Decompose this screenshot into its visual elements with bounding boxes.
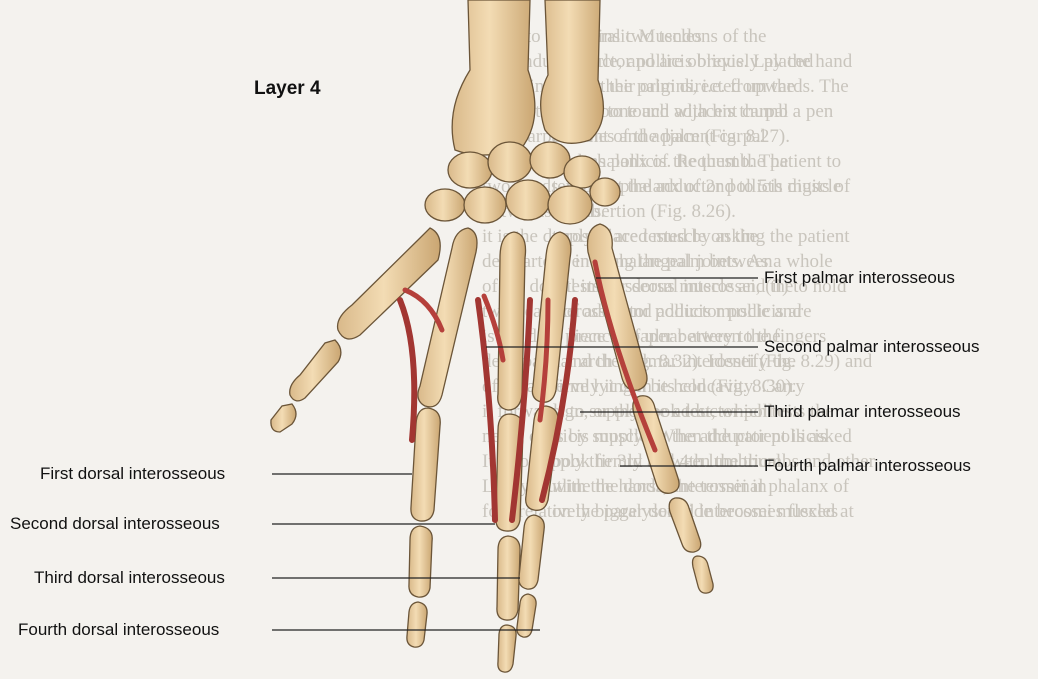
carpal-bones bbox=[425, 142, 620, 224]
label-third-dorsal-interosseous: Third dorsal interosseous bbox=[34, 568, 225, 588]
metacarpal-5 bbox=[588, 224, 648, 390]
second-dorsal-interosseous-muscle bbox=[478, 300, 495, 520]
metacarpal-3 bbox=[498, 232, 526, 410]
label-fourth-dorsal-interosseous: Fourth dorsal interosseous bbox=[18, 620, 219, 640]
index-finger-bones bbox=[407, 408, 440, 647]
label-third-palmar-interosseous: Third palmar interosseous bbox=[764, 402, 961, 422]
ulna-bone bbox=[541, 0, 604, 143]
label-first-palmar-interosseous: First palmar interosseous bbox=[764, 268, 955, 288]
radius-bone bbox=[452, 0, 535, 155]
bones bbox=[271, 0, 713, 672]
label-first-dorsal-interosseous: First dorsal interosseous bbox=[40, 464, 225, 484]
label-fourth-palmar-interosseous: Fourth palmar interosseous bbox=[764, 456, 971, 476]
label-second-palmar-interosseous: Second palmar interosseous bbox=[764, 337, 979, 357]
label-second-dorsal-interosseous: Second dorsal interosseous bbox=[10, 514, 220, 534]
first-dorsal-interosseous-muscle bbox=[400, 300, 414, 440]
figure-title: Layer 4 bbox=[254, 78, 321, 100]
